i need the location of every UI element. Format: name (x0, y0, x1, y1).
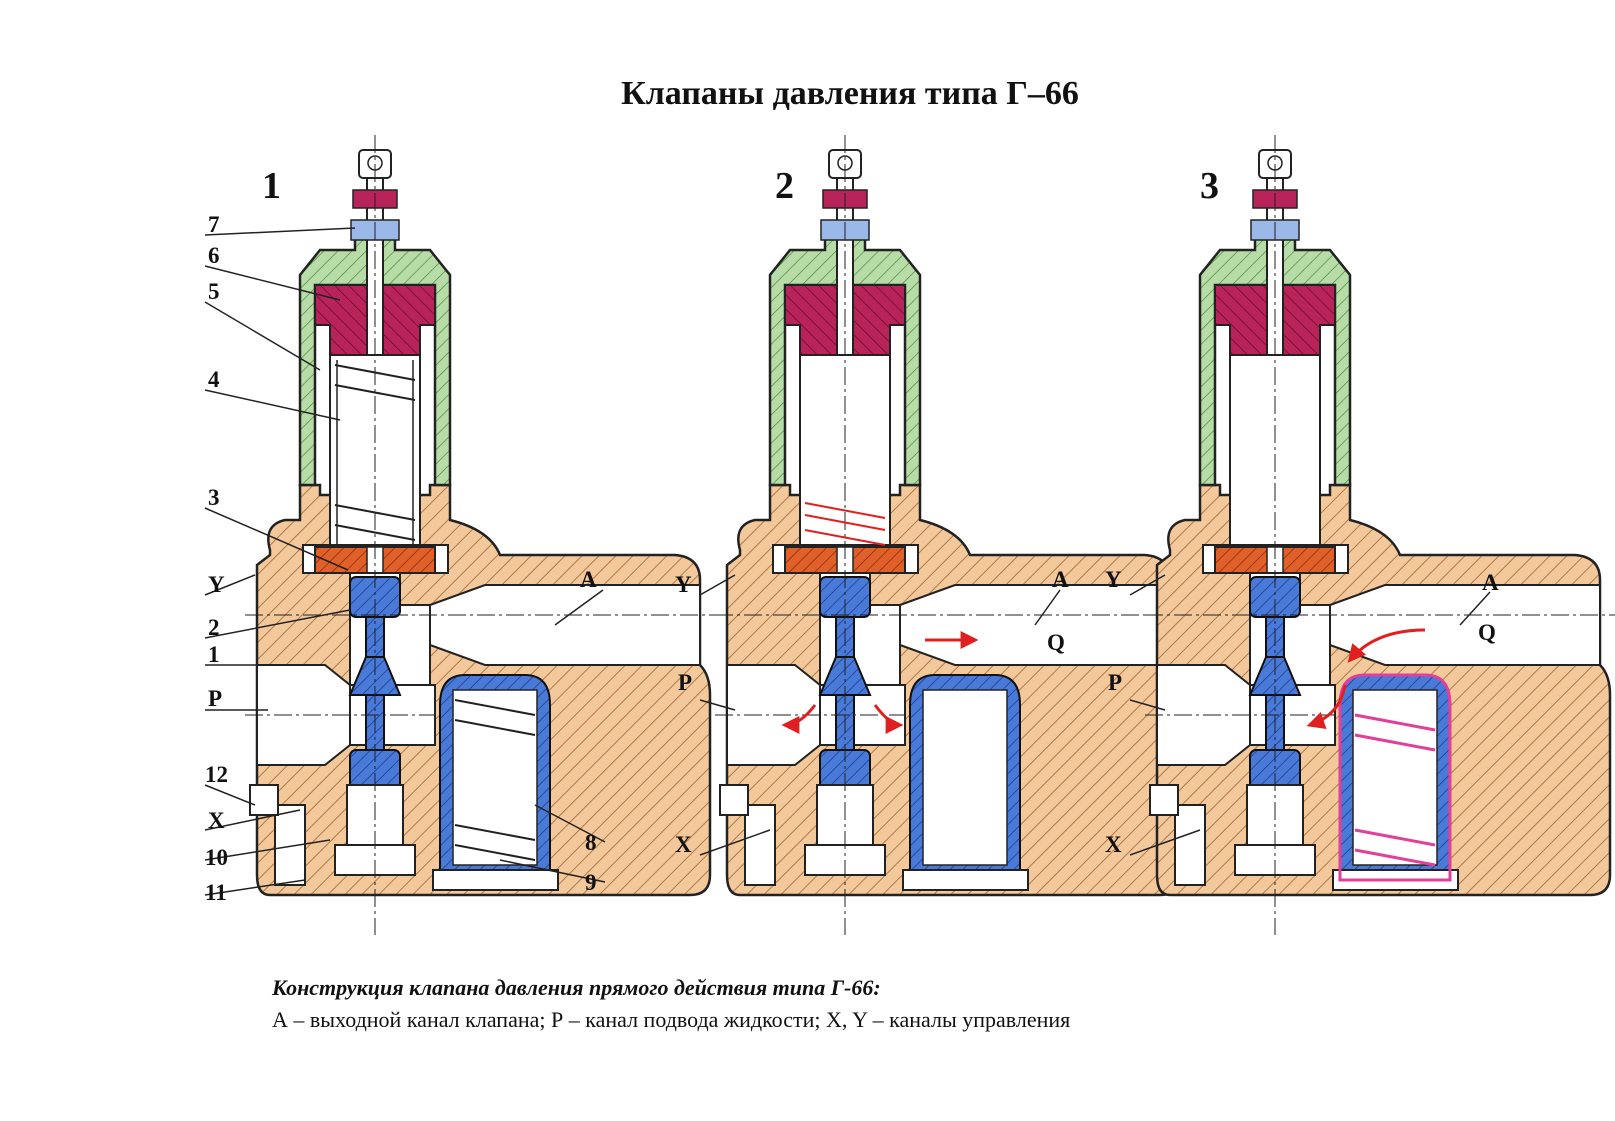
part-11: 11 (205, 880, 227, 905)
page-title: Клапаны давления типа Г–66 (621, 75, 1079, 112)
port-A-3: A (1482, 570, 1499, 595)
variant-2-number: 2 (775, 165, 794, 207)
spring-main-compressed (804, 502, 886, 546)
part-10: 10 (205, 845, 228, 870)
part-8: 8 (585, 830, 597, 855)
flow-arrows (1306, 628, 1426, 729)
part-12: 12 (205, 762, 228, 787)
port-P-2: P (678, 670, 692, 695)
flow-arrows (781, 631, 979, 734)
variant-1-number: 1 (262, 165, 281, 207)
port-A-2: A (1052, 567, 1069, 592)
port-A-1: A (580, 567, 597, 592)
caption-line-2: А – выходной канал клапана; Р – канал по… (272, 1007, 1071, 1032)
valve-1 (243, 133, 717, 937)
variant-3-number: 3 (1200, 165, 1219, 207)
caption-line-1: Конструкция клапана давления прямого дей… (272, 975, 881, 1000)
port-Y-1: Y (208, 572, 225, 597)
part-5: 5 (208, 279, 220, 304)
part-7: 7 (208, 212, 220, 237)
part-3: 3 (208, 485, 220, 510)
spring-main (334, 360, 416, 545)
valve-2 (713, 133, 1187, 937)
port-X-1: X (208, 808, 225, 833)
port-X-2: X (675, 832, 692, 857)
port-Y-2: Y (675, 572, 692, 597)
check-spring (454, 699, 536, 861)
caption: Конструкция клапана давления прямого дей… (272, 972, 1070, 1036)
part-2: 2 (208, 615, 220, 640)
part-9: 9 (585, 870, 597, 895)
port-Y-3: Y (1105, 567, 1122, 592)
port-X-3: X (1105, 832, 1122, 857)
port-Q-2: Q (1047, 630, 1065, 655)
part-6: 6 (208, 243, 220, 268)
port-P-1: P (208, 686, 222, 711)
port-P-3: P (1108, 670, 1122, 695)
part-1: 1 (208, 642, 220, 667)
part-4: 4 (208, 367, 220, 392)
port-Q-3: Q (1478, 620, 1496, 645)
valve-3 (1143, 133, 1615, 937)
